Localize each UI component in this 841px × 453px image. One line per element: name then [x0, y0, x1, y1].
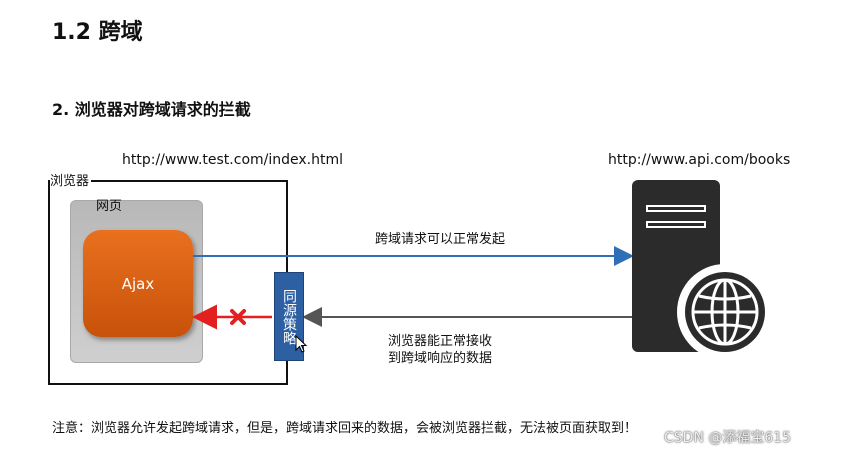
request-label: 跨域请求可以正常发起 — [375, 232, 506, 247]
response-label-line1: 浏览器能正常接收 — [388, 334, 493, 349]
server-slot-1 — [646, 205, 706, 212]
response-label-line2: 到跨域响应的数据 — [388, 351, 493, 366]
section-title: 2. 浏览器对跨域请求的拦截 — [52, 100, 251, 119]
mouse-cursor-icon — [295, 335, 308, 353]
page-title: 1.2 跨域 — [52, 20, 143, 45]
ajax-box: Ajax — [83, 230, 193, 337]
server-slot-2 — [646, 221, 706, 228]
close-x-icon — [230, 309, 246, 325]
browser-url: http://www.test.com/index.html — [122, 152, 343, 168]
ajax-label: Ajax — [121, 274, 155, 293]
watermark: CSDN @添福宝615 — [664, 430, 792, 446]
webpage-label: 网页 — [96, 199, 123, 214]
server-url: http://www.api.com/books — [608, 152, 791, 168]
globe-icon — [677, 264, 773, 360]
note-text: 注意：浏览器允许发起跨域请求，但是，跨域请求回来的数据，会被浏览器拦截，无法被页… — [52, 421, 638, 436]
browser-label: 浏览器 — [50, 170, 92, 189]
